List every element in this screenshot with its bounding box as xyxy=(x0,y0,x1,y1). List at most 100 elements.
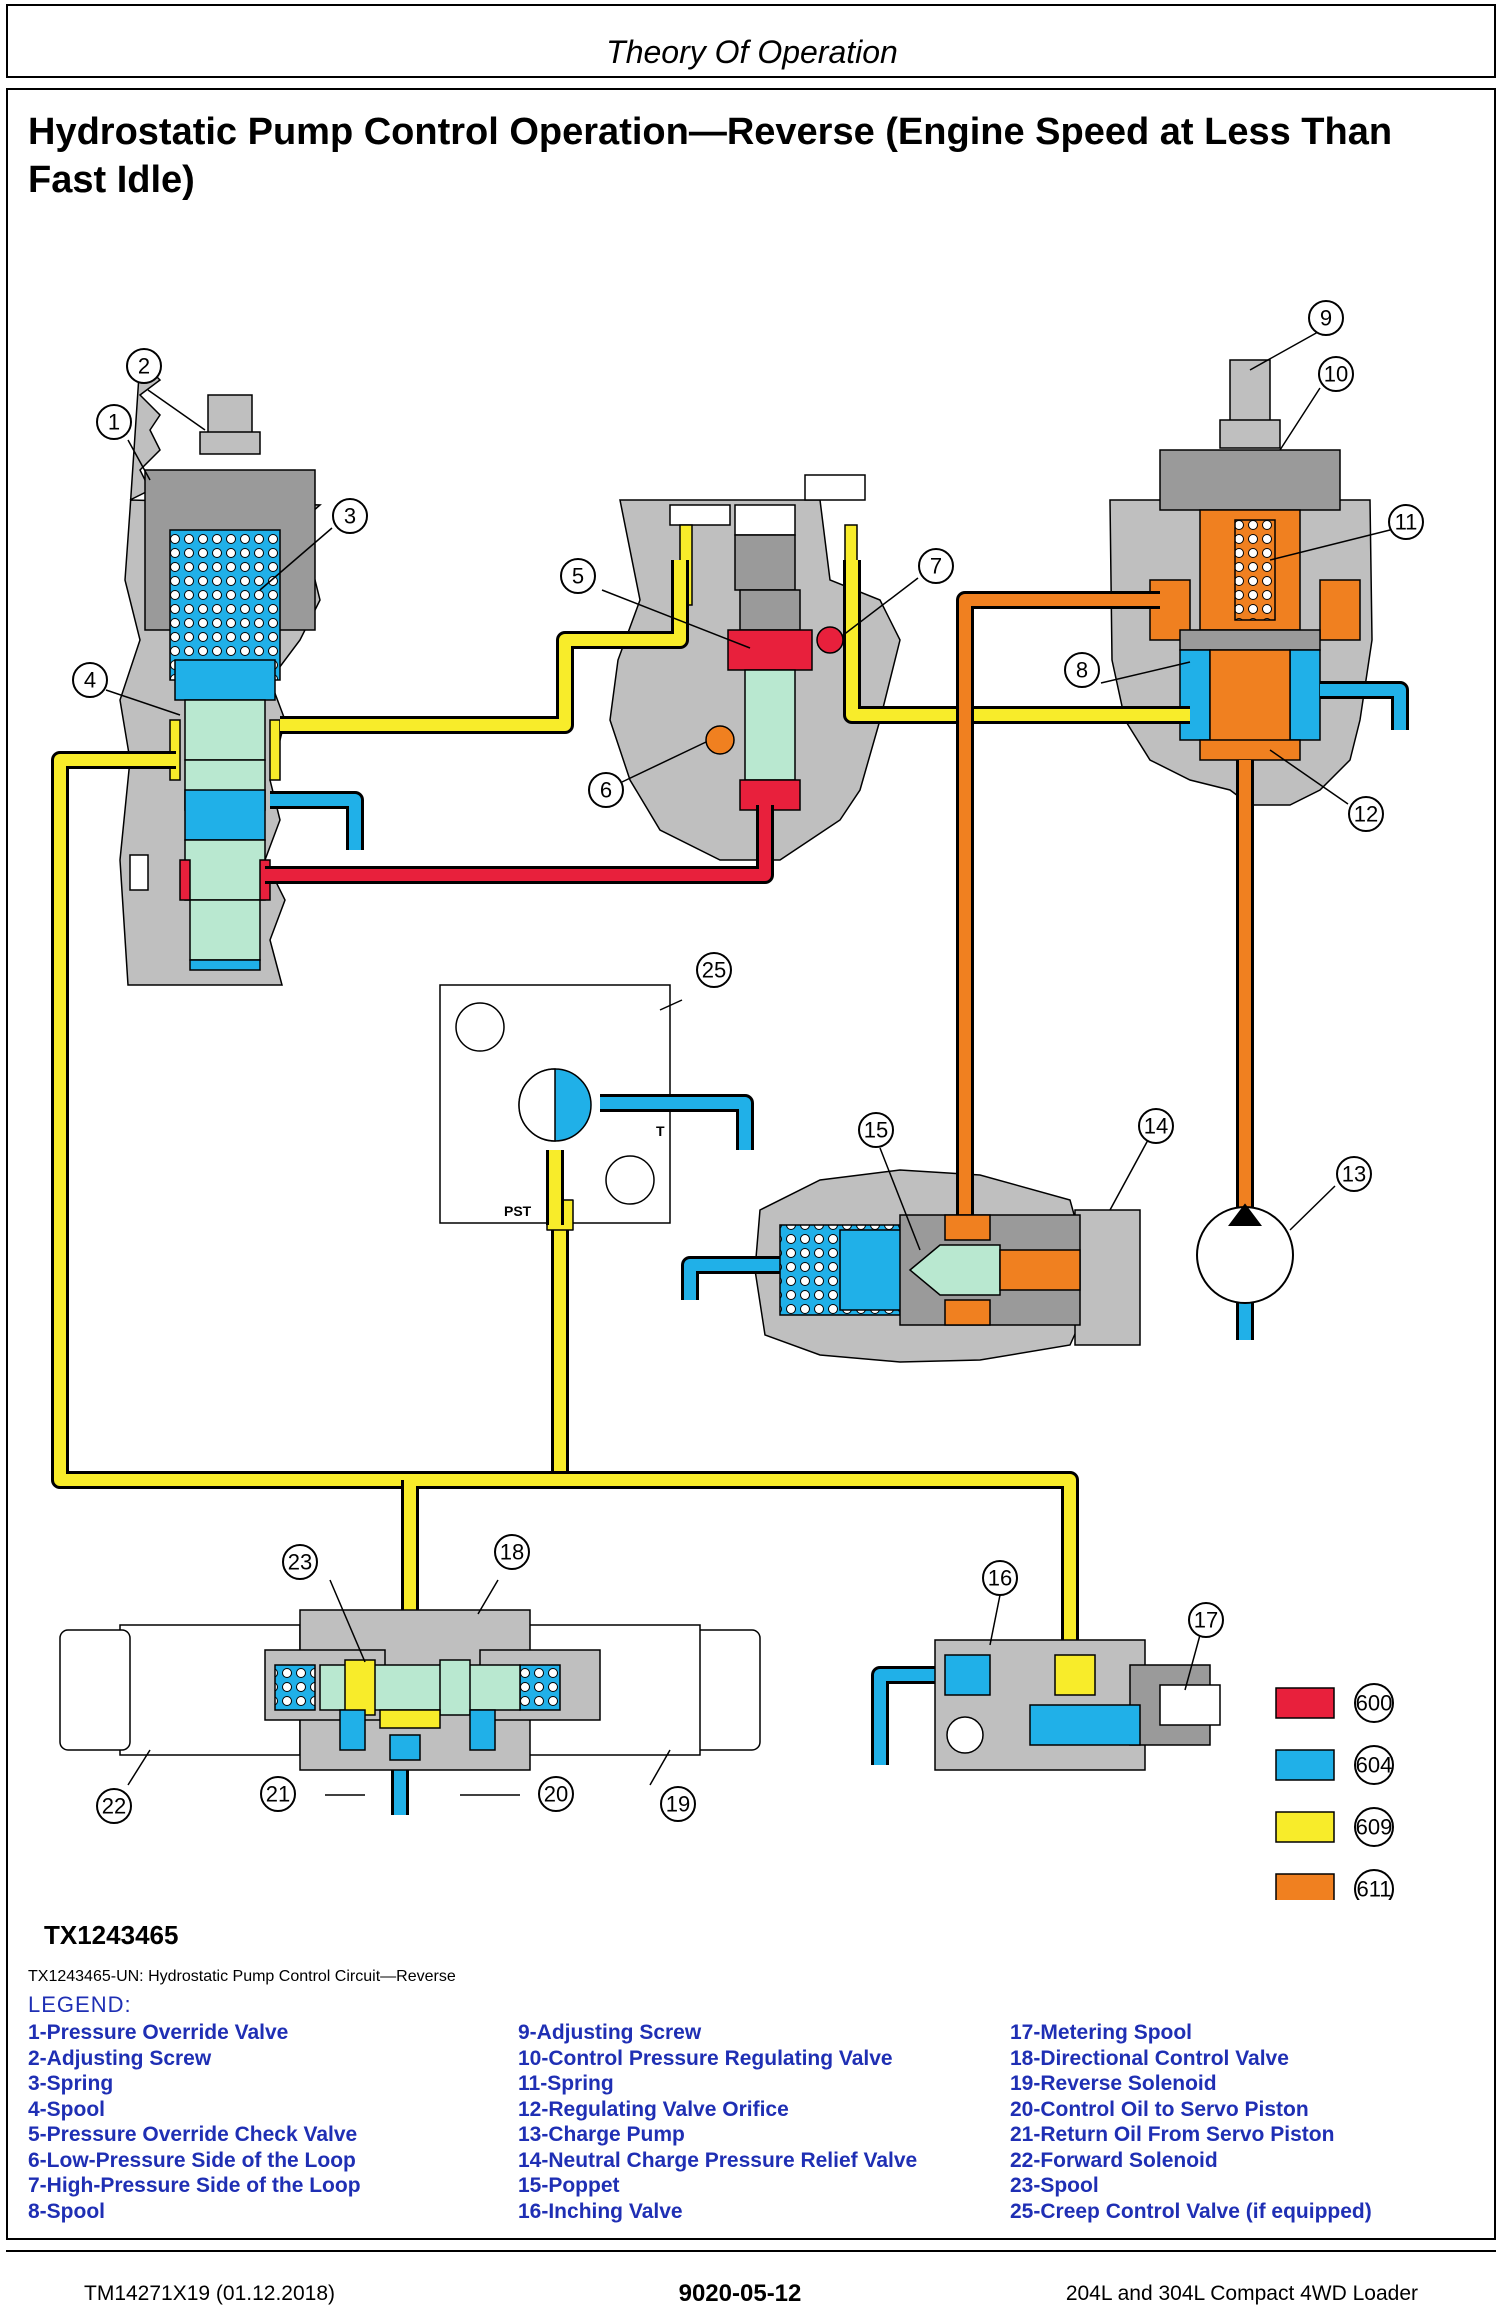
callout-num-4: 4 xyxy=(84,668,96,693)
legend-item: 12-Regulating Valve Orifice xyxy=(518,2097,789,2121)
callout-1 xyxy=(96,404,132,440)
legend-item: 8-Spool xyxy=(28,2199,105,2223)
footer-divider xyxy=(6,2250,1496,2252)
legend-item: 23-Spool xyxy=(1010,2174,1099,2197)
port-label-t: T xyxy=(656,1123,665,1139)
legend-item: 2-Adjusting Screw xyxy=(28,2046,212,2070)
callout-13 xyxy=(1336,1156,1372,1192)
legend-item: 14-Neutral Charge Pressure Relief Valve xyxy=(518,2148,918,2172)
creep-control-valve xyxy=(455,1002,655,1205)
content-frame xyxy=(6,88,1496,2240)
callout-6 xyxy=(588,772,624,808)
callout-3 xyxy=(332,498,368,534)
legend-item: 18-Directional Control Valve xyxy=(1010,2046,1289,2070)
legend-item: 13-Charge Pump xyxy=(518,2123,685,2146)
callout-7 xyxy=(918,548,954,584)
callout-5 xyxy=(560,558,596,594)
inching-valve xyxy=(934,1639,1221,1771)
legend-item: 6-Low-Pressure Side of the Loop xyxy=(28,2148,356,2172)
callout-14 xyxy=(1138,1108,1174,1144)
callout-17 xyxy=(1188,1602,1224,1638)
key-label-604: 604 xyxy=(1356,1753,1393,1778)
callout-16 xyxy=(982,1560,1018,1596)
callout-num-9: 9 xyxy=(1320,306,1332,331)
callout-num-12: 12 xyxy=(1354,802,1378,827)
callout-num-11: 11 xyxy=(1395,510,1418,535)
legend-item: 5-Pressure Override Check Valve xyxy=(28,2123,358,2146)
swatch-604 xyxy=(1275,1749,1335,1781)
directional-control-valve xyxy=(59,1609,761,1771)
callout-23 xyxy=(282,1544,318,1580)
footer-page-number: 9020-05-12 xyxy=(678,2280,802,2307)
page-title: Hydrostatic Pump Control Operation—Rever… xyxy=(28,111,1393,201)
callout-21 xyxy=(260,1776,296,1812)
callout-num-16: 16 xyxy=(988,1566,1012,1591)
callout-num-1: 1 xyxy=(108,410,120,435)
callout-18 xyxy=(494,1534,530,1570)
callout-num-21: 21 xyxy=(266,1782,290,1807)
callout-num-19: 19 xyxy=(666,1792,690,1817)
legend-column-2: 9-Adjusting Screw 10-Control Pressure Re… xyxy=(518,2020,998,2224)
legend-item: 20-Control Oil to Servo Piston xyxy=(1010,2097,1309,2121)
legend-item: 17-Metering Spool xyxy=(1010,2021,1193,2044)
callout-15 xyxy=(858,1112,894,1148)
callout-12 xyxy=(1348,796,1384,832)
callout-20 xyxy=(538,1776,574,1812)
callout-9 xyxy=(1308,300,1344,336)
callout-num-3: 3 xyxy=(344,504,356,529)
key-604 xyxy=(1354,1745,1394,1785)
legend-item: 19-Reverse Solenoid xyxy=(1010,2072,1217,2095)
key-611 xyxy=(1354,1869,1394,1900)
legend-item: 4-Spool xyxy=(28,2097,105,2121)
legend-item: 16-Inching Valve xyxy=(518,2199,683,2223)
callout-num-7: 7 xyxy=(930,554,942,579)
callout-num-14: 14 xyxy=(1144,1114,1168,1139)
callout-num-2: 2 xyxy=(138,354,150,379)
hydraulic-circuit-diagram: 1 2 3 4 5 6 7 8 9 10 11 12 13 14 15 16 1… xyxy=(51,300,1424,1901)
callout-num-20: 20 xyxy=(544,1782,568,1807)
key-label-609: 609 xyxy=(1356,1815,1393,1840)
legend-item: 9-Adjusting Screw xyxy=(518,2021,702,2044)
callout-num-17: 17 xyxy=(1194,1608,1218,1633)
swatch-609 xyxy=(1275,1811,1335,1843)
callout-2 xyxy=(126,348,162,384)
callout-22 xyxy=(96,1788,132,1824)
callout-num-25: 25 xyxy=(702,958,726,983)
callout-8 xyxy=(1064,652,1100,688)
callout-num-10: 10 xyxy=(1324,362,1348,387)
callout-num-23: 23 xyxy=(288,1550,312,1575)
callout-leaders xyxy=(105,331,1391,1796)
section-title: Theory Of Operation xyxy=(606,34,898,70)
key-label-600: 600 xyxy=(1356,1691,1393,1716)
callout-num-22: 22 xyxy=(102,1794,126,1819)
key-609 xyxy=(1354,1807,1394,1847)
legend-item: 11-Spring xyxy=(518,2072,614,2095)
color-key-swatches xyxy=(1275,1687,1335,1900)
check-valve-assembly xyxy=(669,474,866,811)
legend-column-1: 1-Pressure Override Valve 2-Adjusting Sc… xyxy=(28,2020,508,2224)
key-label-611: 611 xyxy=(1356,1877,1391,1901)
callout-circles xyxy=(72,300,1424,1900)
callout-num-5: 5 xyxy=(572,564,584,589)
control-pressure-regulating-valve xyxy=(1149,359,1361,761)
legend-item: 15-Poppet xyxy=(518,2174,620,2197)
callout-num-6: 6 xyxy=(600,778,612,803)
footer-model: 204L and 304L Compact 4WD Loader xyxy=(1065,2282,1418,2305)
legend-item: 7-High-Pressure Side of the Loop xyxy=(28,2174,361,2197)
neutral-charge-relief-valve xyxy=(779,1209,1141,1346)
legend-item: 21-Return Oil From Servo Piston xyxy=(1010,2123,1335,2146)
blue-drain-override xyxy=(270,791,364,850)
header-box xyxy=(6,4,1496,78)
callout-4 xyxy=(72,662,108,698)
figure-caption: TX1243465-UN: Hydrostatic Pump Control C… xyxy=(28,1968,456,1985)
legend-item: 3-Spring xyxy=(28,2072,114,2095)
legend-item: 10-Control Pressure Regulating Valve xyxy=(518,2046,893,2070)
callout-10 xyxy=(1318,356,1354,392)
legend-item: 1-Pressure Override Valve xyxy=(28,2021,289,2044)
legend-column-3: 17-Metering Spool 18-Directional Control… xyxy=(1010,2020,1490,2224)
callout-numbers: 1 2 3 4 5 6 7 8 9 10 11 12 13 14 15 16 1… xyxy=(84,306,1418,1901)
callout-num-8: 8 xyxy=(1076,658,1088,683)
figure-id: TX1243465 xyxy=(44,1920,179,1950)
port-label-pst: PST xyxy=(504,1203,532,1219)
callout-num-13: 13 xyxy=(1342,1162,1366,1187)
